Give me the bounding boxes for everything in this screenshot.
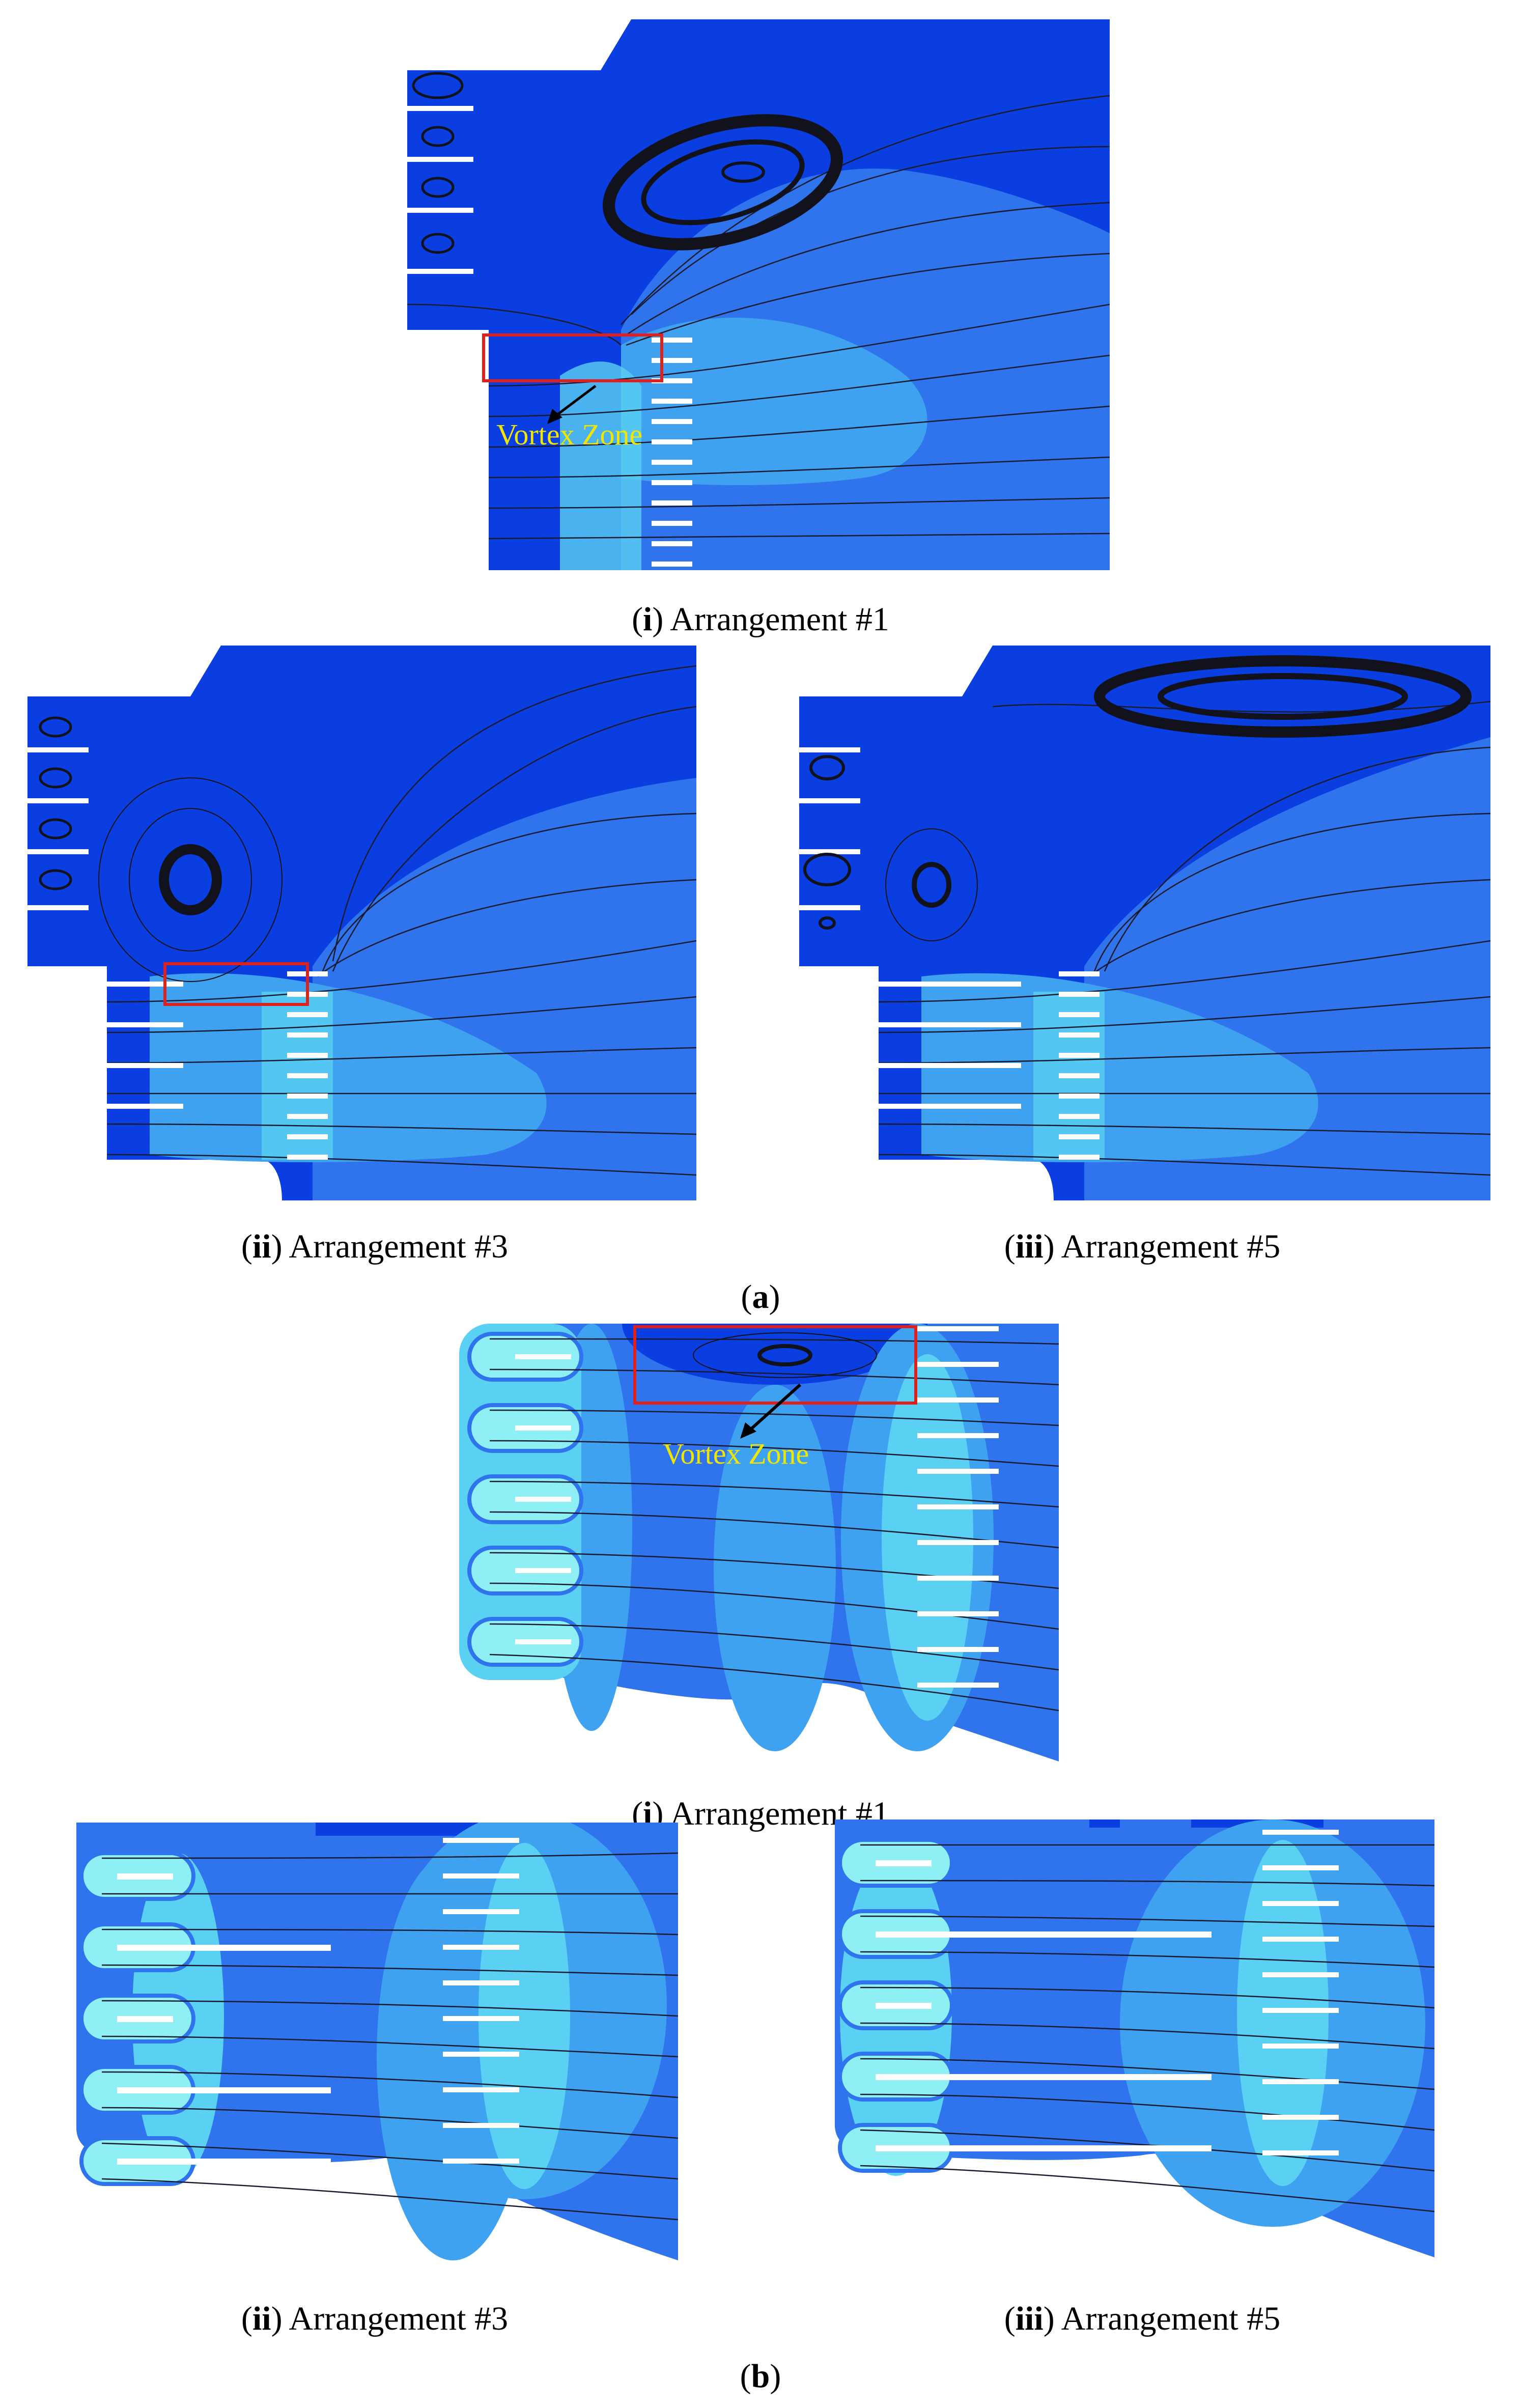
- vortex-zone-label-b-i: Vortex Zone: [663, 1437, 809, 1470]
- vortex-zone-highlight-a-i: [482, 333, 663, 382]
- caption-a-i: (i) Arrangement #1: [632, 601, 889, 638]
- panel-a-ii-flow-field: [27, 646, 696, 1200]
- vortex-large-a-i: [603, 114, 843, 250]
- caption-a-ii: (ii) Arrangement #3: [241, 1228, 509, 1265]
- panel-b-i-flow-field: Vortex Zone: [459, 1324, 1059, 1761]
- caption-a-iii-numeral: iii: [1015, 1228, 1044, 1265]
- figure-label-b: (b): [740, 2358, 781, 2395]
- vortex-arrow-a-i: [554, 385, 597, 417]
- caption-b-i-numeral: i: [643, 1795, 653, 1832]
- caption-a-i-numeral: i: [643, 601, 653, 638]
- caption-a-ii-numeral: ii: [252, 1228, 271, 1265]
- caption-b-iii-numeral: iii: [1015, 2300, 1044, 2337]
- figure-label-a: (a): [741, 1278, 780, 1315]
- vortex-arrow-b-i: [748, 1383, 802, 1432]
- streamlines-a-i: [407, 95, 1110, 540]
- caption-b-iii-title: Arrangement #5: [1061, 2300, 1281, 2337]
- panel-a-i-flow-field: Vortex Zone: [407, 19, 1110, 570]
- vortex-zone-highlight-b-i: [633, 1325, 917, 1405]
- caption-b-iii: (iii) Arrangement #5: [1004, 2300, 1281, 2337]
- panel-b-ii-flow-field: [76, 1823, 678, 2260]
- vortex-zone-highlight-a-ii: [163, 962, 309, 1006]
- caption-a-iii: (iii) Arrangement #5: [1004, 1228, 1281, 1265]
- left-slots-a-i: [407, 106, 473, 274]
- right-slots-a-i: [652, 338, 692, 567]
- panel-a-iii-flow-field: [799, 646, 1490, 1200]
- caption-b-ii-numeral: ii: [252, 2300, 271, 2337]
- region-light-a-i: [621, 317, 927, 485]
- vortex-zone-label-a-i: Vortex Zone: [496, 418, 642, 451]
- caption-b-ii-title: Arrangement #3: [289, 2300, 509, 2337]
- caption-a-iii-title: Arrangement #5: [1061, 1228, 1281, 1265]
- caption-a-i-title: Arrangement #1: [670, 601, 889, 638]
- caption-a-ii-title: Arrangement #3: [289, 1228, 509, 1265]
- left-vortices-a-i: [412, 72, 464, 254]
- region-cyan-a-i: [560, 361, 641, 570]
- caption-b-ii: (ii) Arrangement #3: [241, 2300, 509, 2337]
- panel-b-iii-flow-field: [835, 1819, 1434, 2257]
